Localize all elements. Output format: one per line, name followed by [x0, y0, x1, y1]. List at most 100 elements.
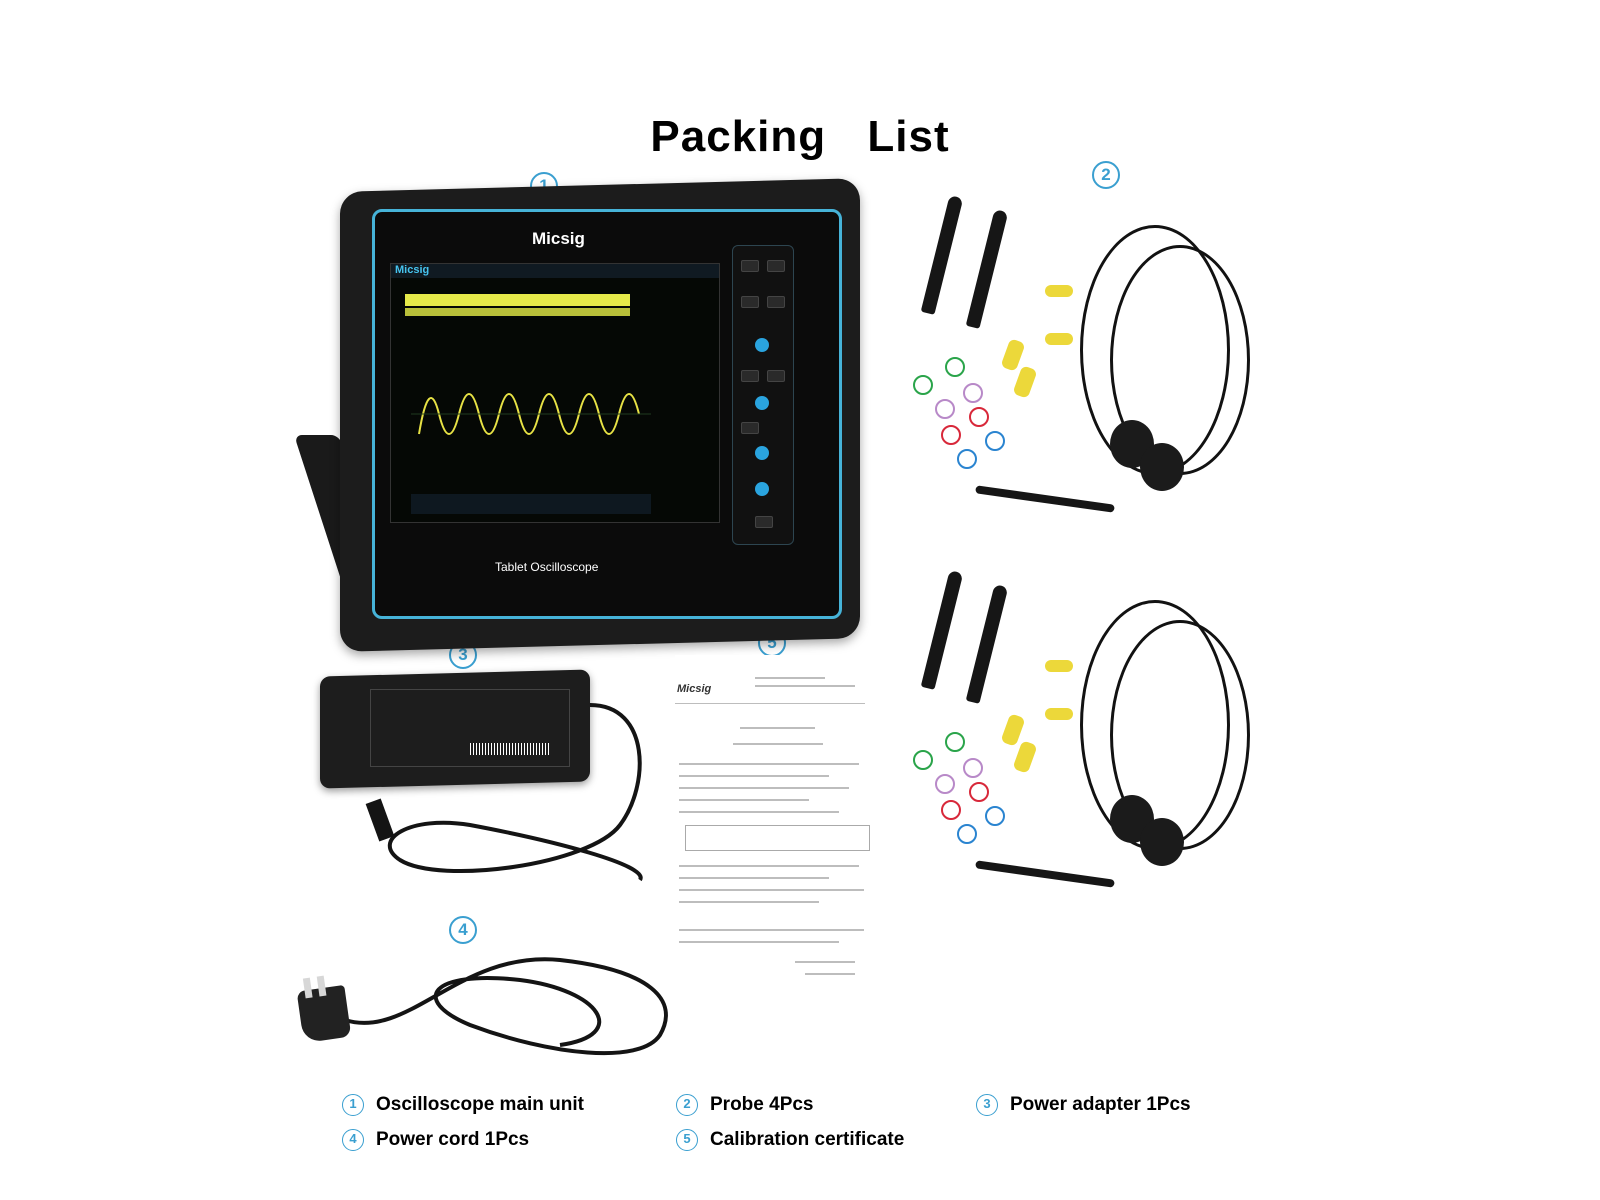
trace-bar	[405, 294, 630, 306]
panel-button	[741, 296, 759, 308]
yellow-cap	[1012, 365, 1038, 399]
probe-pin	[975, 485, 1115, 513]
probe-tip-yellow	[1045, 285, 1073, 297]
color-ring	[985, 431, 1005, 451]
legend-item-scope: 1 Oscilloscope main unit	[342, 1094, 584, 1116]
cert-text-line	[795, 961, 855, 963]
probe-set-image	[905, 560, 1285, 920]
legend-item-probes: 2 Probe 4Pcs	[676, 1094, 814, 1116]
panel-knob	[755, 396, 769, 410]
cert-text-line	[740, 727, 815, 729]
cert-text-line	[755, 677, 825, 679]
legend-label: Power adapter 1Pcs	[1010, 1094, 1191, 1115]
panel-button	[767, 296, 785, 308]
panel-button	[755, 516, 773, 528]
panel-button	[741, 260, 759, 272]
legend-label: Oscilloscope main unit	[376, 1094, 584, 1115]
probe-hook-tip	[965, 584, 1009, 704]
legend-item-cord: 4 Power cord 1Pcs	[342, 1129, 529, 1151]
cert-table	[685, 825, 870, 851]
probe-hook-tip	[920, 195, 964, 315]
legend-item-adapter: 3 Power adapter 1Pcs	[976, 1094, 1191, 1116]
panel-button	[767, 370, 785, 382]
legend-label: Probe 4Pcs	[710, 1094, 814, 1115]
color-ring	[957, 824, 977, 844]
legend-number: 3	[976, 1094, 998, 1116]
probe-hook-tip	[965, 209, 1009, 329]
cert-text-line	[679, 929, 864, 931]
yellow-cap	[1012, 740, 1038, 774]
probe-connector	[1140, 818, 1184, 866]
probe-hook-tip	[920, 570, 964, 690]
color-ring	[913, 375, 933, 395]
cert-text-line	[679, 763, 859, 765]
probe-set-image	[905, 185, 1285, 545]
sine-waveform	[411, 393, 651, 514]
panel-knob	[755, 482, 769, 496]
certificate-logo: Micsig	[677, 683, 712, 695]
calibration-certificate-image: Micsig	[675, 655, 875, 985]
color-ring	[969, 782, 989, 802]
probe-tip-yellow	[1045, 333, 1073, 345]
page-title: Packing List	[650, 112, 950, 161]
panel-knob	[755, 446, 769, 460]
panel-button	[741, 370, 759, 382]
cert-text-line	[679, 901, 819, 903]
probe-tip-yellow	[1045, 708, 1073, 720]
color-ring	[963, 383, 983, 403]
scope-top-bar: Micsig	[391, 264, 719, 278]
marker-cord: 4	[449, 916, 477, 944]
color-ring	[963, 758, 983, 778]
color-ring	[945, 357, 965, 377]
oscilloscope-image: Micsig Micsig Tablet Oscilloscope	[294, 178, 860, 652]
cert-text-line	[679, 799, 809, 801]
legend-number: 2	[676, 1094, 698, 1116]
legend-number: 5	[676, 1129, 698, 1151]
cert-text-line	[755, 685, 855, 687]
cert-text-line	[679, 775, 829, 777]
cert-text-line	[679, 941, 839, 943]
panel-button	[741, 422, 759, 434]
adapter-label-area	[370, 689, 570, 767]
cord-cable	[344, 957, 668, 1056]
cord-plug	[296, 975, 352, 1044]
scope-side-panel	[732, 245, 794, 545]
adapter-cable	[365, 703, 643, 882]
color-ring	[957, 449, 977, 469]
legend-label: Power cord 1Pcs	[376, 1129, 530, 1150]
legend-label: Calibration certificate	[710, 1129, 905, 1150]
scope-screen: Micsig	[390, 263, 720, 523]
color-ring	[913, 750, 933, 770]
probe-connector	[1140, 443, 1184, 491]
cert-text-line	[679, 889, 864, 891]
color-ring	[969, 407, 989, 427]
adapter-barcode	[470, 743, 550, 755]
cert-text-line	[679, 787, 849, 789]
cert-divider	[675, 703, 865, 704]
panel-knob	[755, 338, 769, 352]
color-ring	[941, 425, 961, 445]
legend-number: 1	[342, 1094, 364, 1116]
color-ring	[985, 806, 1005, 826]
scope-brand: Micsig	[532, 229, 585, 248]
color-ring	[935, 774, 955, 794]
probe-pin	[975, 860, 1115, 888]
cert-text-line	[679, 865, 859, 867]
probe-tip-yellow	[1045, 660, 1073, 672]
marker-probes: 2	[1092, 161, 1120, 189]
cert-text-line	[679, 811, 839, 813]
scope-caption: Tablet Oscilloscope	[495, 560, 599, 574]
legend-item-certificate: 5 Calibration certificate	[676, 1129, 904, 1151]
color-ring	[935, 399, 955, 419]
legend-number: 4	[342, 1129, 364, 1151]
power-adapter-image	[320, 665, 660, 895]
color-ring	[941, 800, 961, 820]
cert-text-line	[805, 973, 855, 975]
power-cord-image	[296, 940, 690, 1070]
scope-screen-logo: Micsig	[395, 264, 430, 276]
color-ring	[945, 732, 965, 752]
trace-bar-lower	[405, 308, 630, 316]
cert-text-line	[733, 743, 823, 745]
panel-button	[767, 260, 785, 272]
cert-text-line	[679, 877, 829, 879]
